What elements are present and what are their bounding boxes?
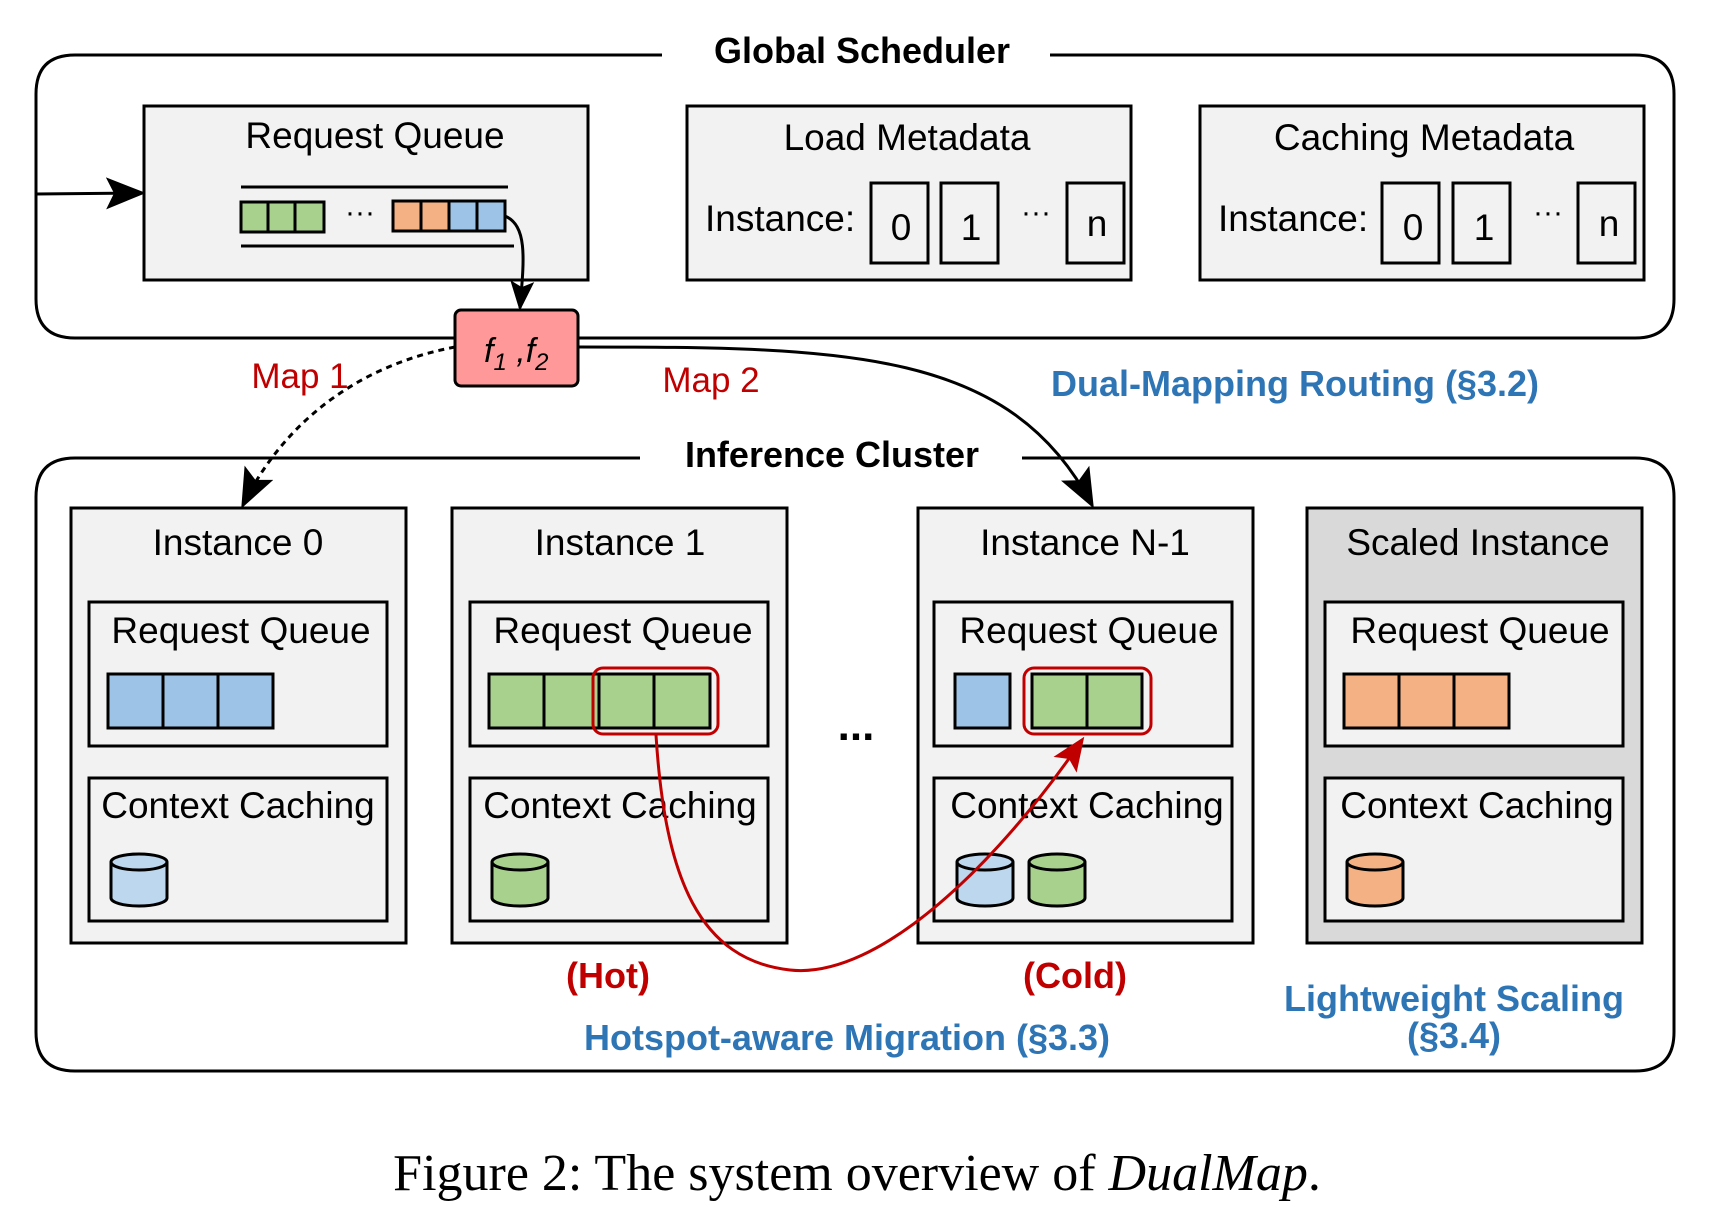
queue-item [293,200,326,234]
context-caching-title: Context Caching [1340,785,1614,826]
global-scheduler-panel: Global Scheduler [34,30,1676,340]
incoming-request-arrow [35,177,146,210]
load-metadata: Load Metadata Instance: 0 1 ··· n [685,104,1133,282]
dual-mapping-routing-label: Dual-Mapping Routing (§3.2) [1051,363,1539,404]
map2-arrow [577,345,1094,509]
map1-arrow [241,345,456,509]
request-queue-title: Request Queue [493,610,752,651]
instance-title: Instance 0 [153,522,324,563]
load-slot-label: n [1087,203,1108,244]
load-slot-label: 0 [891,207,912,248]
context-caching-title: Context Caching [101,785,375,826]
request-queue-title: Request Queue [111,610,370,651]
queue-item [391,199,423,233]
inference-cluster-panel: Inference Cluster [34,434,1676,1073]
queue-item [239,200,270,234]
dual-hash-router: f1 ,f2 [453,308,580,388]
queue-items-green [239,200,326,234]
cache-slot-label: 0 [1403,207,1424,248]
request-queue-title: Request Queue [1350,610,1609,651]
map1-label: Map 1 [251,357,348,396]
queue-items-mixed [391,199,507,233]
cache-cylinder-icon [1345,852,1405,908]
queue-item [1085,672,1144,730]
cache-slot-ellipsis: ··· [1533,196,1563,229]
cache-cylinder-icon [1027,852,1087,908]
queue-item [1452,672,1511,730]
global-scheduler-frame [34,53,1676,340]
request-queue-title: Request Queue [959,610,1218,651]
global-request-queue: Request Queue ··· [142,104,590,282]
context-caching-title: Context Caching [950,785,1224,826]
instance-n-1: Instance N-1 Request Queue Context Cachi… [916,506,1255,945]
inference-cluster-frame [34,456,1676,1073]
cache-slot-label: 1 [1474,207,1495,248]
queue-item [447,199,479,233]
hotspot-migration-label: Hotspot-aware Migration (§3.3) [584,1017,1110,1058]
instance-1: Instance 1 Request Queue Context Caching [450,506,789,945]
hot-status-label: (Hot) [566,955,650,996]
load-metadata-title: Load Metadata [784,117,1031,158]
queue-item [419,199,451,233]
cache-slot [1451,181,1512,265]
scaled-instance: Scaled Instance Request Queue Context Ca… [1305,506,1644,945]
load-slot-ellipsis: ··· [1021,196,1051,229]
global-scheduler-title: Global Scheduler [714,30,1010,71]
instance-title: Instance 1 [535,522,706,563]
caching-metadata: Caching Metadata Instance: 0 1 ··· n [1198,104,1646,282]
cache-cylinder-icon [109,852,169,908]
queue-item [1397,672,1456,730]
global-request-queue-title: Request Queue [245,115,504,156]
queue-item [1342,672,1401,730]
instance-0: Instance 0 Request Queue Context Caching [69,506,408,945]
queue-item [652,672,712,730]
context-caching-title: Context Caching [483,785,757,826]
load-slot [939,181,1000,265]
hash-functions-label: f1 ,f2 [484,332,549,376]
queue-item [487,672,546,730]
queue-item [216,672,275,730]
lightweight-scaling-label-line1: Lightweight Scaling [1284,978,1624,1019]
instance-title: Scaled Instance [1346,522,1609,563]
load-slot-label: 1 [961,207,982,248]
queue-item [106,672,165,730]
map2-label: Map 2 [662,361,759,400]
cache-slot-label: n [1599,203,1620,244]
lightweight-scaling-label-line2: (§3.4) [1407,1015,1501,1056]
instances-ellipsis: ... [838,701,875,750]
load-slot [869,181,930,265]
dispatch-arrow [504,214,535,311]
migration-source-highlight [591,666,720,736]
cache-slot [1576,181,1637,265]
load-metadata-instance-label: Instance: [705,198,855,239]
load-slot [1065,181,1126,265]
queue-item [1030,672,1089,730]
cache-cylinder-icon [490,852,550,908]
queue-item [953,672,1012,730]
queue-item [266,200,297,234]
migration-target-highlight [1022,666,1153,736]
inference-cluster-title: Inference Cluster [685,434,979,475]
queue-item [475,199,507,233]
queue-item [161,672,220,730]
caching-metadata-title: Caching Metadata [1274,117,1575,158]
queue-item [542,672,601,730]
cold-status-label: (Cold) [1023,955,1127,996]
figure-caption: Figure 2: The system overview of DualMap… [393,1145,1321,1202]
caching-metadata-instance-label: Instance: [1218,198,1368,239]
migration-arrow [654,734,1085,973]
queue-ellipsis: ··· [345,196,375,229]
instance-title: Instance N-1 [980,522,1190,563]
cache-slot [1380,181,1441,265]
queue-item [597,672,656,730]
